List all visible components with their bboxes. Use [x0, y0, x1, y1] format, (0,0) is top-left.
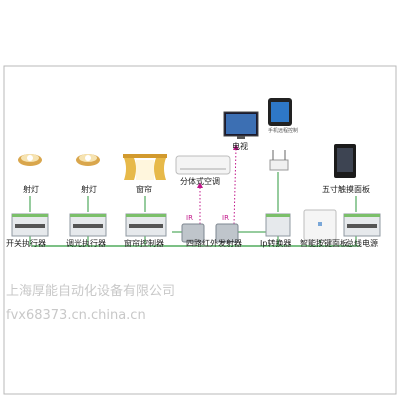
watermark-company: 上海厚能自动化设备有限公司	[6, 284, 176, 299]
tv-icon	[223, 111, 259, 139]
device-label-dimmer-actuator: 调光执行器	[66, 239, 106, 248]
load-label-split-ac: 分体式空调	[180, 177, 220, 186]
curtain-controller-module	[125, 213, 167, 237]
router-icon	[269, 150, 289, 171]
ir-mark-left: IR	[186, 214, 193, 222]
diagram-frame	[3, 65, 397, 395]
spotlight-icon-2	[76, 154, 100, 166]
switch-actuator-module	[11, 213, 49, 237]
spotlight-icon-1	[18, 154, 42, 166]
ip-converter-module	[265, 213, 291, 237]
ir-signal-tv	[233, 147, 237, 225]
dimmer-actuator-module	[69, 213, 107, 237]
watermark-site: fvx68373.cn.china.cn	[6, 308, 146, 323]
device-label-smart-keypad: 智能按键面板	[300, 239, 348, 248]
device-label-bus-power: 总线电源	[346, 239, 378, 248]
load-label-tv: 电视	[232, 142, 248, 151]
split-ac-icon	[175, 155, 231, 175]
ir-arrow-tv	[233, 144, 239, 150]
bus-power-module	[343, 213, 381, 237]
smart-keypad-module	[303, 209, 337, 241]
load-label-touch-panel: 五寸触摸面板	[322, 185, 370, 194]
phone-caption: 手机远程控制	[268, 128, 299, 134]
load-label-curtain: 窗帘	[136, 185, 152, 194]
ir-mark-right: IR	[222, 214, 229, 222]
device-label-ip-converter: Ip转换器	[260, 239, 292, 248]
load-label-spotlight-2: 射灯	[81, 185, 97, 194]
load-label-spotlight-1: 射灯	[23, 185, 39, 194]
device-label-switch-actuator: 开关执行器	[6, 239, 46, 248]
device-label-ir-transmitter: 四路红外发射器	[186, 239, 242, 248]
phone-icon	[268, 98, 292, 126]
ir-transmitter-module-2	[215, 223, 239, 243]
touch-panel-icon	[334, 144, 356, 178]
curtain-icon	[123, 154, 167, 180]
ir-arrow-ac	[197, 182, 203, 188]
device-label-curtain-controller: 窗帘控制器	[124, 239, 164, 248]
ir-transmitter-module-1	[181, 223, 205, 243]
